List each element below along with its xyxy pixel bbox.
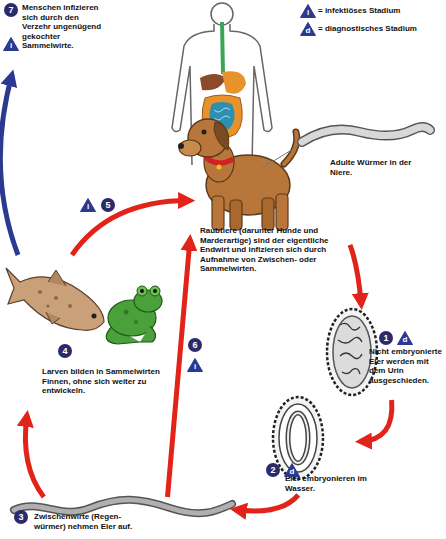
human-figure xyxy=(172,3,272,165)
stage-node: Eier embryonieren im Wasser. xyxy=(265,398,360,495)
frog-drawing xyxy=(106,286,162,344)
stage-text: Larven bilden in Sammelwirten Finnen, oh… xyxy=(42,367,180,396)
cycle-arrow xyxy=(0,74,18,255)
stage-letter: i xyxy=(300,8,316,17)
stage-letter: i xyxy=(187,362,203,371)
callout-number: 5 xyxy=(101,198,115,212)
stage-node: Nicht embryonierte Eier werden mit dem U… xyxy=(325,305,446,400)
stage-node: Raubtiere (darunter Hunde und Marderarti… xyxy=(190,95,350,287)
stage-text: Zwischenwirte (Regen- würmer) nehmen Eie… xyxy=(34,512,146,531)
stage-letter: d xyxy=(284,467,300,476)
cycle-arrow xyxy=(25,415,43,497)
dog-drawing xyxy=(178,119,297,230)
note-text: Adulte Würmer in der Niere. xyxy=(330,158,425,177)
callout-number: 4 xyxy=(58,344,72,358)
stage-letter: d xyxy=(300,26,316,35)
stage-node: Zwischenwirte (Regen- würmer) nehmen Eie… xyxy=(10,497,235,539)
stage-symbol: d xyxy=(397,331,413,345)
stage-symbol: i xyxy=(187,358,203,372)
cycle-arrow xyxy=(360,400,392,442)
fish-drawing xyxy=(6,268,104,330)
stage-letter: i xyxy=(80,202,96,211)
stage-text: Nicht embryonierte Eier werden mit dem U… xyxy=(369,347,445,385)
callout-number: 3 xyxy=(14,510,28,524)
stage-text: Raubtiere (darunter Hunde und Marderarti… xyxy=(200,226,352,274)
stage-text: Menschen infizieren sich durch den Verze… xyxy=(22,3,104,51)
stage-symbol: i xyxy=(80,198,96,212)
callout-number: 6 xyxy=(188,338,202,352)
cycle-arrow xyxy=(350,245,361,305)
stage-node: Larven bilden in Sammelwirten Finnen, oh… xyxy=(0,255,180,415)
earthworm-drawing xyxy=(14,500,232,514)
legend-text: = diagnostisches Stadium xyxy=(318,24,417,34)
callout-number: 1 xyxy=(379,331,393,345)
stage-symbol: d xyxy=(284,463,300,477)
legend-text: = infektiöses Stadium xyxy=(318,6,400,16)
stage-letter: d xyxy=(397,335,413,344)
stage-letter: i xyxy=(3,41,19,50)
stage-symbol: d xyxy=(300,22,316,36)
embryonated-egg xyxy=(273,397,323,479)
cycle-arrow xyxy=(168,239,191,497)
callout-number: 7 xyxy=(4,3,18,17)
stage-node: Menschen infizieren sich durch den Verze… xyxy=(12,0,292,165)
cycle-arrow xyxy=(235,495,298,511)
stage-symbol: i xyxy=(300,4,316,18)
callout-number: 2 xyxy=(266,463,280,477)
stage-symbol: i xyxy=(3,37,19,51)
